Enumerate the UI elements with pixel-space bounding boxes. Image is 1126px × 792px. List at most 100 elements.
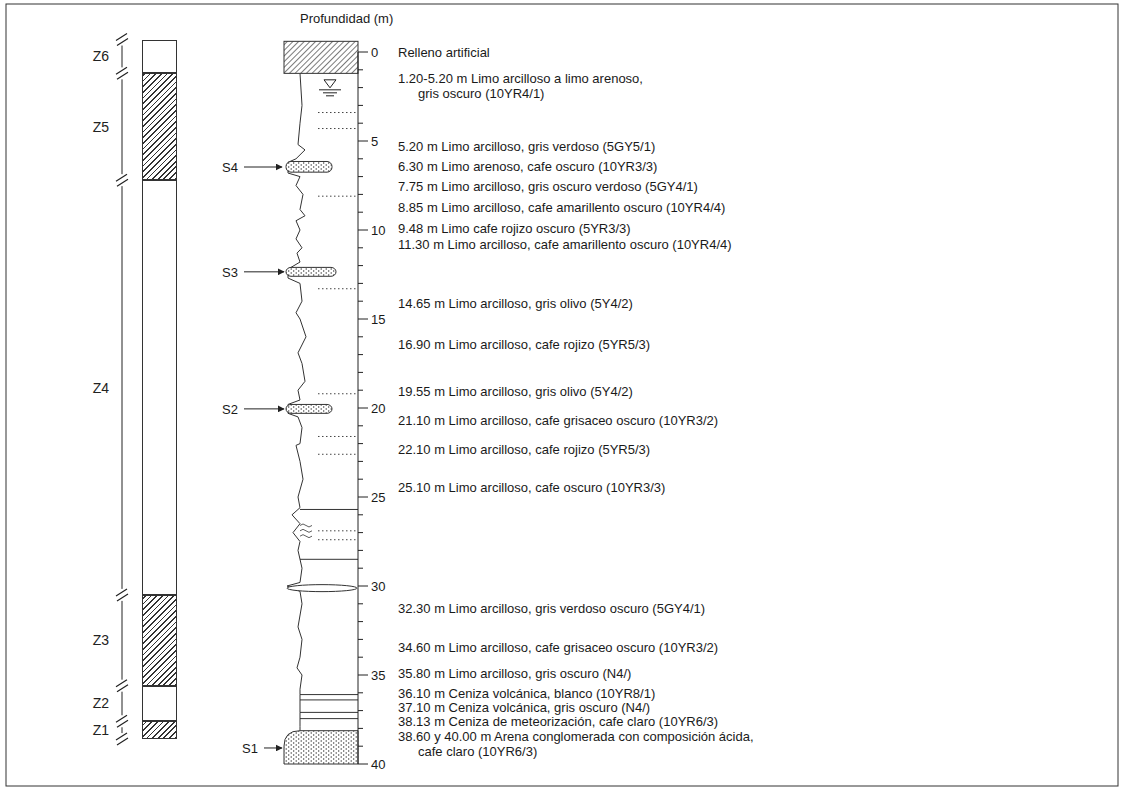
sand-lens — [286, 267, 336, 276]
depth-tick — [358, 764, 368, 765]
sandy-lamina — [318, 539, 356, 540]
sample-arrow — [244, 167, 282, 168]
depth-value: 30 — [371, 579, 385, 594]
wavy-symbol — [300, 524, 312, 538]
water-table-symbol — [324, 80, 336, 88]
layer-description: 16.90 m Limo arcilloso, cafe rojizo (5YR… — [398, 337, 650, 352]
break-mark — [116, 589, 128, 601]
layer-description: 25.10 m Limo arcilloso, cafe oscuro (10Y… — [398, 480, 665, 495]
depth-value: 35 — [371, 668, 385, 683]
depth-tick — [358, 354, 363, 355]
depth-tick — [358, 265, 363, 266]
fill-hatch — [284, 41, 358, 73]
depth-tick — [358, 247, 363, 248]
layer-description: 36.10 m Ceniza volcánica, blanco (10YR8/… — [398, 686, 655, 701]
zone-band: Z1 — [142, 721, 177, 739]
zone-band: Z4 — [142, 180, 177, 595]
sandy-lamina — [318, 128, 356, 129]
depth-value: 15 — [371, 312, 385, 327]
zone-line — [122, 692, 123, 716]
depth-tick — [358, 105, 363, 106]
layer-description: 22.10 m Limo arcilloso, cafe rojizo (5YR… — [398, 442, 650, 457]
depth-tick — [358, 69, 363, 70]
depth-tick — [358, 532, 363, 533]
sample-arrow — [264, 747, 282, 748]
sample-label: S3 — [222, 264, 238, 279]
sandy-lamina — [318, 436, 356, 437]
depth-tick — [358, 52, 368, 53]
depth-value: 20 — [371, 401, 385, 416]
layer-description: 34.60 m Limo arcilloso, cafe grisaceo os… — [398, 640, 718, 655]
depth-tick — [358, 603, 363, 604]
depth-value: 0 — [371, 45, 378, 60]
zone-band: Z3 — [142, 595, 177, 686]
layer-description: 8.85 m Limo arcilloso, cafe amarillento … — [398, 200, 725, 215]
depth-tick — [358, 550, 363, 551]
figure-border — [6, 4, 1118, 786]
log-body — [287, 73, 358, 730]
sample-label: S1 — [242, 740, 258, 755]
zone-band: Z2 — [142, 686, 177, 722]
layer-description: Relleno artificial — [398, 45, 490, 60]
sandy-lamina — [318, 530, 356, 531]
depth-tick — [358, 461, 363, 462]
depth-value: 25 — [371, 490, 385, 505]
break-mark — [116, 715, 128, 727]
depth-tick — [358, 301, 363, 302]
layer-description: 37.10 m Ceniza volcánica, gris oscuro (N… — [398, 700, 650, 715]
layer-description: 35.80 m Limo arcilloso, gris oscuro (N4/… — [398, 666, 631, 681]
layer-description: 5.20 m Limo arcilloso, gris verdoso (5GY… — [398, 139, 655, 154]
depth-tick — [358, 390, 363, 391]
depth-tick — [358, 514, 363, 515]
depth-tick — [358, 675, 368, 676]
zone-label: Z3 — [93, 632, 109, 648]
layer-description: 21.10 m Limo arcilloso, cafe grisaceo os… — [398, 413, 718, 428]
depth-tick — [358, 212, 363, 213]
sand-conglomerate — [284, 731, 358, 764]
layer-description: 9.48 m Limo cafe rojizo oscuro (5YR3/3) — [398, 221, 631, 236]
layer-description: 38.13 m Ceniza de meteorización, cafe cl… — [398, 714, 718, 729]
break-mark — [116, 733, 128, 745]
layer-description: 6.30 m Limo arenoso, cafe oscuro (10YR3/… — [398, 159, 657, 174]
depth-tick — [358, 728, 363, 729]
depth-tick — [358, 746, 363, 747]
depth-tick — [358, 336, 363, 337]
depth-tick — [358, 692, 363, 693]
layer-description: 7.75 m Limo arcilloso, gris oscuro verdo… — [398, 179, 698, 194]
zone-label: Z5 — [93, 119, 109, 135]
zone-line — [122, 186, 123, 589]
water-table-lines — [319, 90, 341, 96]
sandy-lamina — [318, 112, 356, 113]
layer-boundary — [300, 694, 358, 695]
depth-tick — [358, 176, 363, 177]
depth-tick — [358, 194, 363, 195]
layer-description: 1.20-5.20 m Limo arcilloso a limo arenos… — [398, 71, 656, 101]
depth-tick — [358, 372, 363, 373]
sample-arrow — [244, 271, 284, 272]
zone-line — [122, 727, 123, 733]
depth-tick — [358, 425, 363, 426]
layer-description: 19.55 m Limo arcilloso, gris olivo (5Y4/… — [398, 384, 633, 399]
depth-tick — [358, 639, 363, 640]
depth-value: 40 — [371, 757, 385, 772]
break-mark — [116, 680, 128, 692]
layer-description: 11.30 m Limo arcilloso, cafe amarillento… — [398, 237, 732, 252]
sandy-lamina — [318, 196, 356, 197]
zone-label: Z4 — [93, 380, 109, 396]
depth-tick — [358, 141, 368, 142]
depth-tick — [358, 230, 368, 231]
depth-tick — [358, 586, 368, 587]
layer-boundary — [300, 718, 358, 719]
depth-tick — [358, 443, 363, 444]
depth-tick — [358, 657, 363, 658]
depth-tick — [358, 158, 363, 159]
zone-label: Z2 — [93, 695, 109, 711]
depth-tick — [358, 319, 368, 320]
layer-boundary — [300, 712, 358, 713]
depth-tick — [358, 87, 363, 88]
zone-line — [122, 46, 123, 68]
sand-lens — [286, 161, 332, 172]
zone-band: Z6 — [142, 40, 177, 74]
sandy-lamina — [318, 454, 356, 455]
